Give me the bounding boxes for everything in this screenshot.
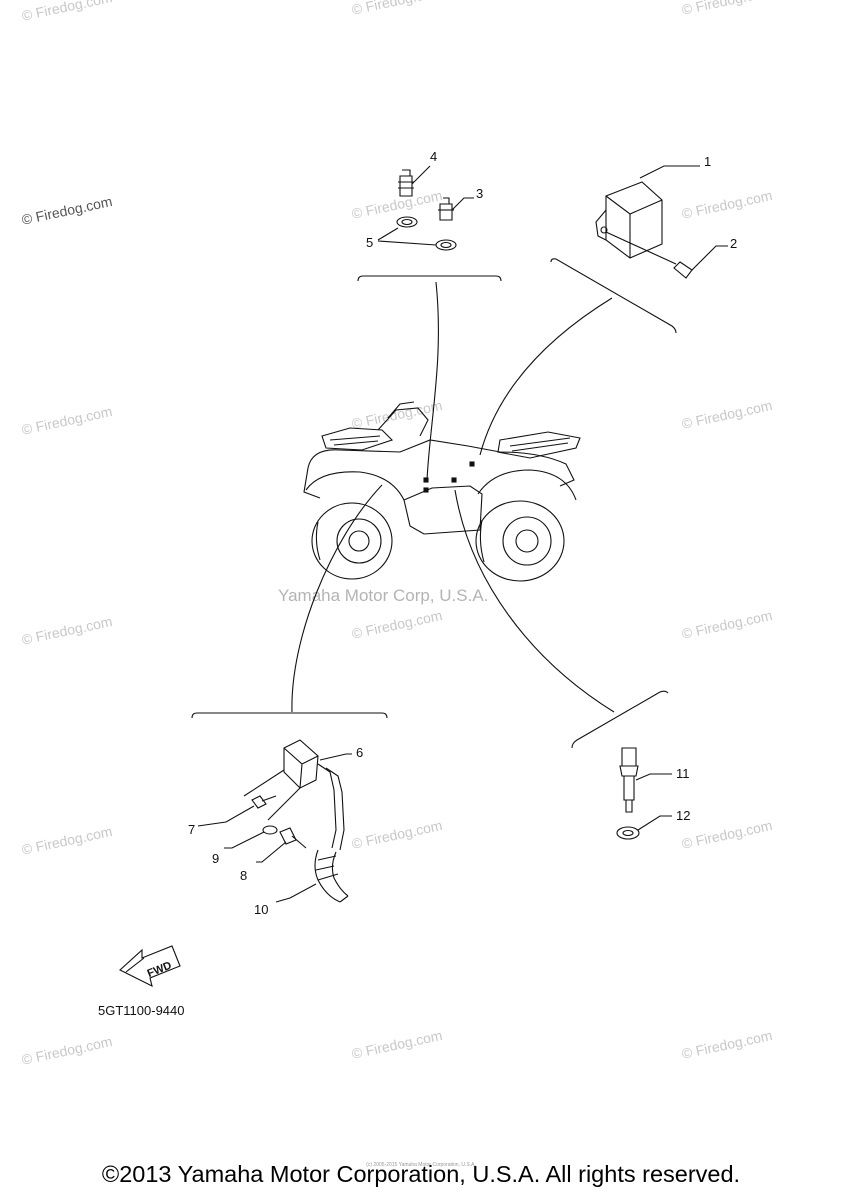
atv-illustration <box>303 401 581 582</box>
callout-2: 2 <box>730 236 737 251</box>
copyright-footer: ©2013 Yamaha Motor Corporation, U.S.A. A… <box>101 1161 741 1187</box>
leader-curve <box>291 484 383 713</box>
bracket-top-center <box>357 275 502 282</box>
leader-curve <box>454 489 615 713</box>
bracket-bottom-left <box>191 712 388 719</box>
part-bolt-8 <box>256 827 307 863</box>
fwd-arrow <box>119 945 181 988</box>
fwd-label: FWD <box>146 960 174 981</box>
callout-5: 5 <box>366 235 373 250</box>
callout-3: 3 <box>476 186 483 201</box>
callout-6: 6 <box>356 745 363 760</box>
callout-9: 9 <box>212 851 219 866</box>
part-bolt-2 <box>605 231 728 279</box>
part-washer-9 <box>224 825 278 849</box>
fine-print: (c) 2005-2015 Yamaha Motor Corporation, … <box>366 1162 476 1168</box>
diagram-code: 5GT1100-9440 <box>98 1003 185 1018</box>
center-watermark: Yamaha Motor Corp, U.S.A. <box>278 586 489 605</box>
leader-curve <box>479 297 613 456</box>
part-hose-10 <box>275 849 349 903</box>
part-washer-12 <box>616 815 672 840</box>
leader-curve <box>426 281 439 481</box>
part-washers <box>377 216 457 251</box>
callout-4: 4 <box>430 149 437 164</box>
callout-12: 12 <box>676 808 690 823</box>
part-switch-3 <box>438 197 474 221</box>
part-sensor-11 <box>619 747 672 813</box>
callout-7: 7 <box>188 822 195 837</box>
part-bolt-7 <box>197 795 277 827</box>
part-switch-4 <box>398 165 431 197</box>
callout-10: 10 <box>254 902 268 917</box>
callout-1: 1 <box>704 154 711 169</box>
part-control-unit <box>595 165 700 259</box>
callout-11: 11 <box>676 766 690 781</box>
bracket-top-right <box>550 258 677 334</box>
bracket-bottom-right <box>571 690 669 749</box>
callout-8: 8 <box>240 868 247 883</box>
part-sensor-6 <box>243 739 352 851</box>
